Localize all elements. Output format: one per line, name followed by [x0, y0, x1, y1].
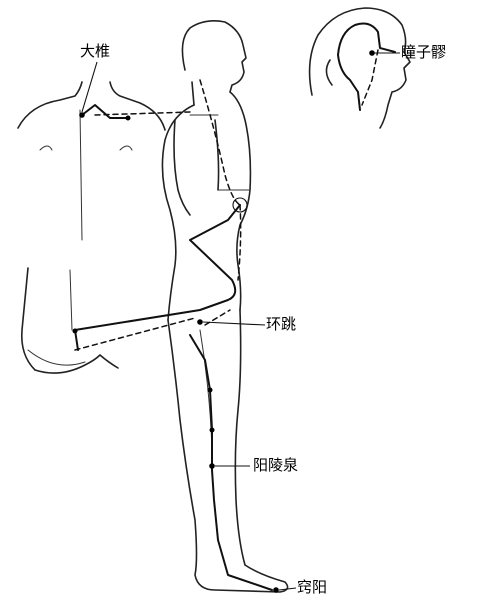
acupoint-dazhui [79, 112, 85, 118]
acupoint-sacral [73, 329, 78, 334]
label-huantiao: 环跳 [266, 317, 296, 332]
acupoint-huantiao [197, 319, 203, 325]
main-standing-figure [162, 21, 287, 592]
acupoints [73, 50, 375, 593]
acupoint-tongziliao [369, 50, 375, 56]
acupoint-thigh [208, 388, 213, 393]
acupoint-yanglingquan [209, 463, 215, 469]
acupoint-shoulder [126, 116, 131, 121]
acupoint-qiaoyin [273, 587, 279, 593]
label-dazhui: 大椎 [80, 44, 110, 59]
acupoint-knee [210, 428, 215, 433]
head-profile-figure [310, 8, 410, 128]
label-tongziliao: 瞳子髎 [401, 45, 446, 60]
back-view-figure [18, 82, 165, 373]
label-qiaoyin: 窍阳 [297, 580, 327, 595]
label-yanglingquan: 阳陵泉 [253, 458, 298, 473]
